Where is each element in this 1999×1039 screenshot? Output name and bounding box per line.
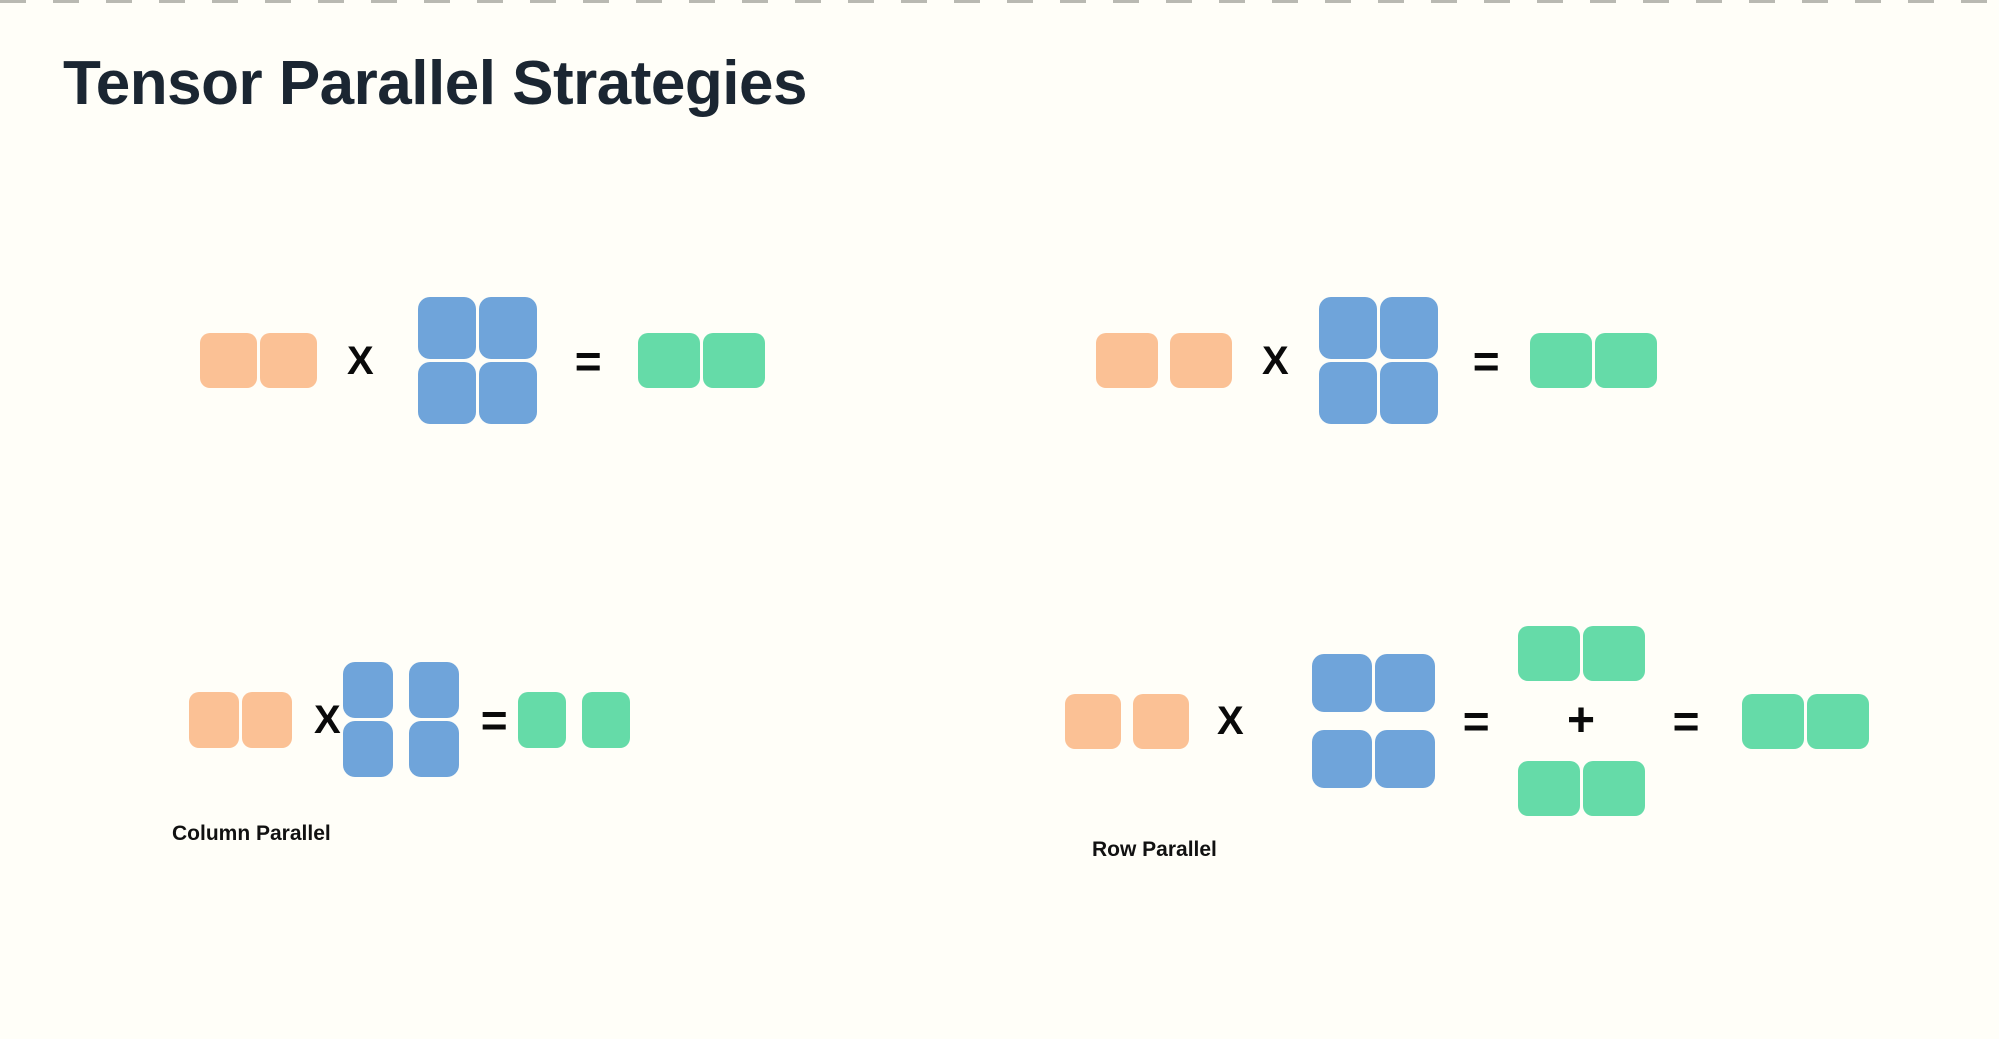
output-block [1742,693,1805,749]
weight-block [1379,297,1438,359]
weight-block [342,662,393,718]
equals-operator: = [1672,695,1700,747]
output-block [637,333,700,388]
diagram-column-parallel: X= [189,662,630,777]
input-block [1170,333,1232,388]
input-matrix [189,691,292,748]
diagram-top-right: X= [1096,297,1657,424]
output-matrix [1529,333,1657,388]
multiply-operator: X [347,338,374,383]
weight-block [408,721,459,777]
top-dashed-border [0,0,1999,3]
weight-block [408,662,459,718]
output-block [1517,626,1580,681]
equals-operator: = [574,334,602,387]
diagram-row-parallel: X = + = [1065,626,1870,816]
row-parallel-label: Row Parallel [1092,838,1217,861]
input-matrix [1096,333,1232,388]
weight-block [1311,654,1372,712]
output-block [1582,626,1645,681]
weight-matrix [342,662,459,777]
output-block [1594,333,1657,388]
weight-block [1379,362,1438,424]
output-matrix [637,333,765,388]
input-block [189,691,239,748]
diagram-top-left: X= [200,297,765,424]
weight-block [478,362,537,424]
weight-block [478,297,537,359]
output-block [581,691,630,748]
weight-block [1311,730,1372,788]
weight-matrix [1318,297,1438,424]
input-block [1133,693,1189,749]
weight-block [417,362,476,424]
output-matrix [517,691,630,748]
equals-operator: = [480,693,508,746]
multiply-operator: X [1262,338,1289,383]
weight-block [1374,730,1435,788]
output-block [1582,761,1645,816]
output-block [1807,693,1870,749]
output-block [1517,761,1580,816]
input-block [242,691,292,748]
input-block [200,333,257,388]
page-title: Tensor Parallel Strategies [63,49,807,118]
plus-operator: + [1567,694,1596,747]
equals-operator: = [1472,334,1500,387]
output-matrix [1742,693,1870,749]
weight-block [342,721,393,777]
input-block [260,333,317,388]
output-block [702,333,765,388]
weight-block [1318,362,1377,424]
weight-block [1318,297,1377,359]
input-block [1065,693,1121,749]
input-matrix [200,333,317,388]
output-block [1529,333,1592,388]
output-matrix [1517,626,1645,681]
multiply-operator: X [314,697,341,742]
weight-matrix [417,297,537,424]
column-parallel-label: Column Parallel [172,822,331,845]
equals-operator: = [1462,695,1490,747]
multiply-operator: X [1217,699,1244,743]
partial-sum-stack: + [1517,626,1645,816]
output-block [517,691,566,748]
input-block [1096,333,1158,388]
weight-block [1374,654,1435,712]
output-matrix [1517,761,1645,816]
input-matrix [1065,693,1189,749]
weight-block [417,297,476,359]
weight-matrix [1311,654,1435,788]
